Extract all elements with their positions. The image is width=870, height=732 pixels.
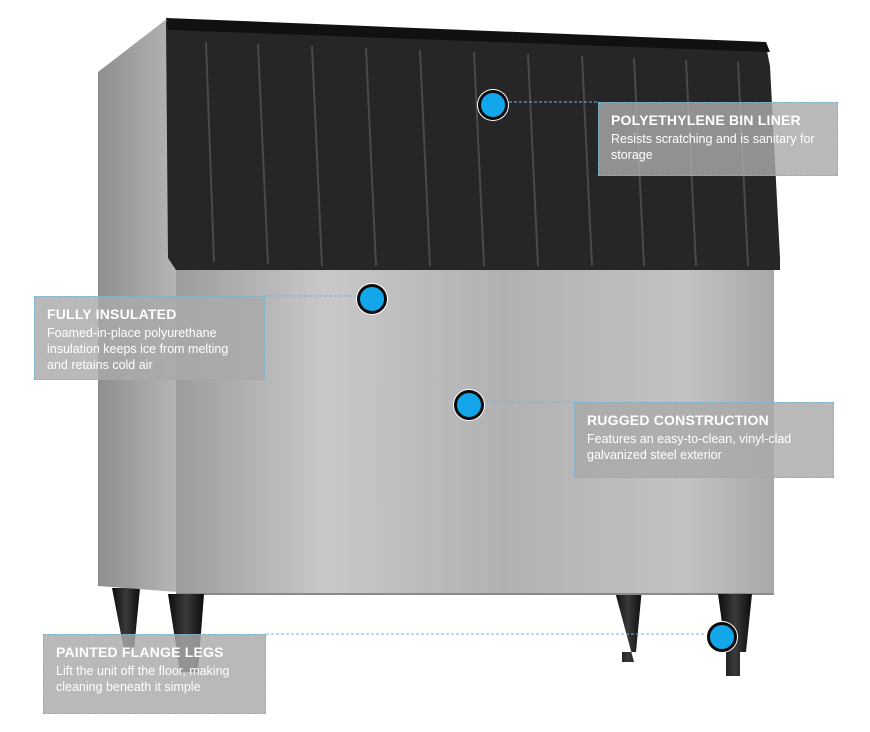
callout-title: FULLY INSULATED [47, 306, 177, 322]
callout-fully-insulated: FULLY INSULATED Foamed-in-place polyuret… [34, 296, 265, 380]
hotspot-dot-icon[interactable] [454, 390, 484, 420]
callout-description: Lift the unit off the floor, making clea… [56, 664, 230, 694]
callout-description: Foamed-in-place polyurethane insulation … [47, 326, 229, 372]
callout-title: POLYETHYLENE BIN LINER [611, 112, 801, 128]
hotspot-dot-icon[interactable] [707, 622, 737, 652]
callout-title: PAINTED FLANGE LEGS [56, 644, 224, 660]
callout-description: Resists scratching and is sanitary for s… [611, 132, 815, 162]
callout-description: Features an easy-to-clean, vinyl-clad ga… [587, 432, 792, 462]
callout-title: RUGGED CONSTRUCTION [587, 412, 769, 428]
hotspot-dot-icon[interactable] [357, 284, 387, 314]
hotspot-dot-icon[interactable] [478, 90, 508, 120]
callout-painted-flange-legs: PAINTED FLANGE LEGS Lift the unit off th… [43, 634, 266, 714]
callout-rugged-construction: RUGGED CONSTRUCTION Features an easy-to-… [574, 402, 834, 478]
back-leg-right [614, 588, 642, 662]
callout-polyethylene-bin-liner: POLYETHYLENE BIN LINER Resists scratchin… [598, 102, 838, 176]
